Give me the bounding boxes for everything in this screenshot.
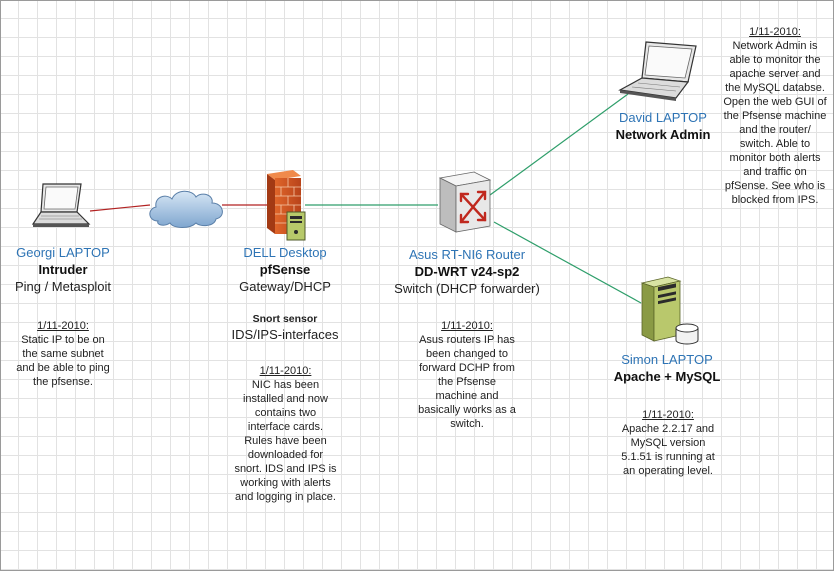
note-asus: 1/11-2010: Asus routers IP has been chan… [417, 319, 517, 431]
note-text: Static IP to be on the same subnet and b… [16, 334, 110, 388]
node-name: Asus RT-NI6 Router [408, 247, 526, 262]
cloud-icon [149, 190, 223, 228]
node-name: Simon LAPTOP [621, 352, 713, 367]
link-asus-simon [493, 221, 642, 304]
note-date: 1/11-2010: [749, 26, 801, 38]
node-desc: Gateway/DHCP [239, 279, 331, 294]
node-name: DELL Desktop [243, 245, 327, 260]
node-role: Apache + MySQL [613, 369, 721, 384]
node-role: Network Admin [615, 127, 711, 142]
node-role: DD-WRT v24-sp2 [414, 264, 520, 279]
note-dell: 1/11-2010: NIC has been installed and no… [234, 364, 337, 504]
note-text: Network Admin is able to monitor the apa… [723, 40, 827, 206]
note-date: 1/11-2010: [37, 320, 89, 332]
database-icon [675, 323, 699, 345]
firewall-icon [267, 170, 306, 241]
node-david-laptop: David LAPTOP Network Admin [600, 109, 726, 143]
note-georgi: 1/11-2010: Static IP to be on the same s… [13, 319, 113, 389]
note-date: 1/11-2010: [642, 409, 694, 421]
server-icon [640, 276, 682, 342]
node-desc: Ping / Metasploit [14, 279, 112, 294]
note-text: Asus routers IP has been changed to forw… [418, 334, 516, 430]
snort-subtitle: IDS/IPS-interfaces [231, 327, 339, 342]
node-asus-router: Asus RT-NI6 Router DD-WRT v24-sp2 Switch… [384, 246, 550, 297]
note-date: 1/11-2010: [259, 365, 312, 377]
snort-title: Snort sensor [252, 313, 318, 325]
router-icon [438, 171, 492, 233]
laptop-icon [31, 183, 91, 227]
node-simon-laptop: Simon LAPTOP Apache + MySQL [604, 351, 730, 385]
laptop-icon [618, 41, 697, 101]
node-desc: Switch (DHCP forwarder) [394, 281, 540, 296]
note-text: NIC has been installed and now contains … [234, 379, 337, 503]
node-role: Intruder [38, 262, 88, 277]
snort-sensor-label: Snort sensor IDS/IPS-interfaces [222, 312, 348, 343]
link-asus-david [489, 93, 629, 196]
link-georgi-cloud [89, 204, 151, 212]
node-name: Georgi LAPTOP [16, 245, 110, 260]
note-david: 1/11-2010: Network Admin is able to moni… [723, 25, 827, 207]
note-text: Apache 2.2.17 and MySQL version 5.1.51 i… [621, 423, 715, 477]
note-date: 1/11-2010: [441, 320, 493, 332]
node-name: David LAPTOP [619, 110, 707, 125]
node-georgi-laptop: Georgi LAPTOP Intruder Ping / Metasploit [0, 244, 126, 295]
node-role: pfSense [259, 262, 311, 277]
note-simon: 1/11-2010: Apache 2.2.17 and MySQL versi… [616, 408, 720, 478]
node-dell-desktop: DELL Desktop pfSense Gateway/DHCP [222, 244, 348, 295]
